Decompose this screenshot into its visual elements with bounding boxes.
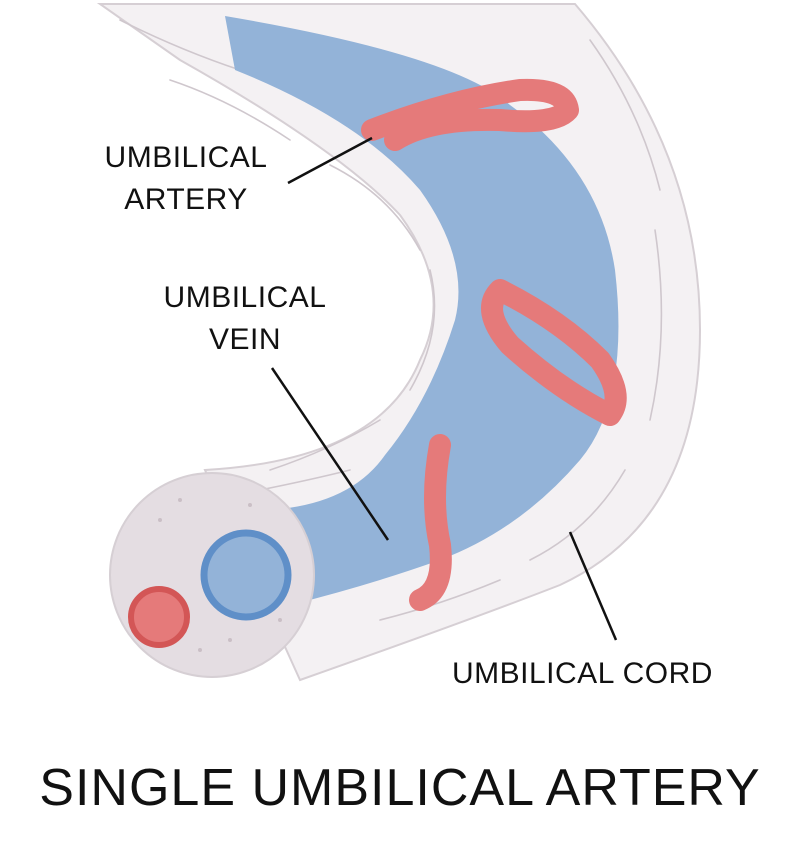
label-umbilical-artery: UMBILICAL ARTERY xyxy=(96,137,276,221)
cord-leader-line xyxy=(568,531,618,641)
vein-cross-section xyxy=(200,529,292,621)
label-vein-line-1: UMBILICAL xyxy=(163,281,327,314)
label-vein-line-2: VEIN xyxy=(208,323,282,356)
artery-cross-section xyxy=(128,586,190,648)
vein-leader-line xyxy=(270,367,390,541)
artery-leader-line xyxy=(287,136,373,185)
umbilical-artery-path xyxy=(361,78,627,611)
label-artery-line-1: UMBILICAL xyxy=(104,141,268,174)
diagram-title: SINGLE UMBILICAL ARTERY xyxy=(39,759,761,817)
label-umbilical-cord: UMBILICAL CORD xyxy=(452,657,713,690)
label-umbilical-vein: UMBILICAL VEIN xyxy=(150,277,340,361)
umbilical-vein-tube xyxy=(225,16,619,605)
label-artery-line-2: ARTERY xyxy=(124,183,248,216)
